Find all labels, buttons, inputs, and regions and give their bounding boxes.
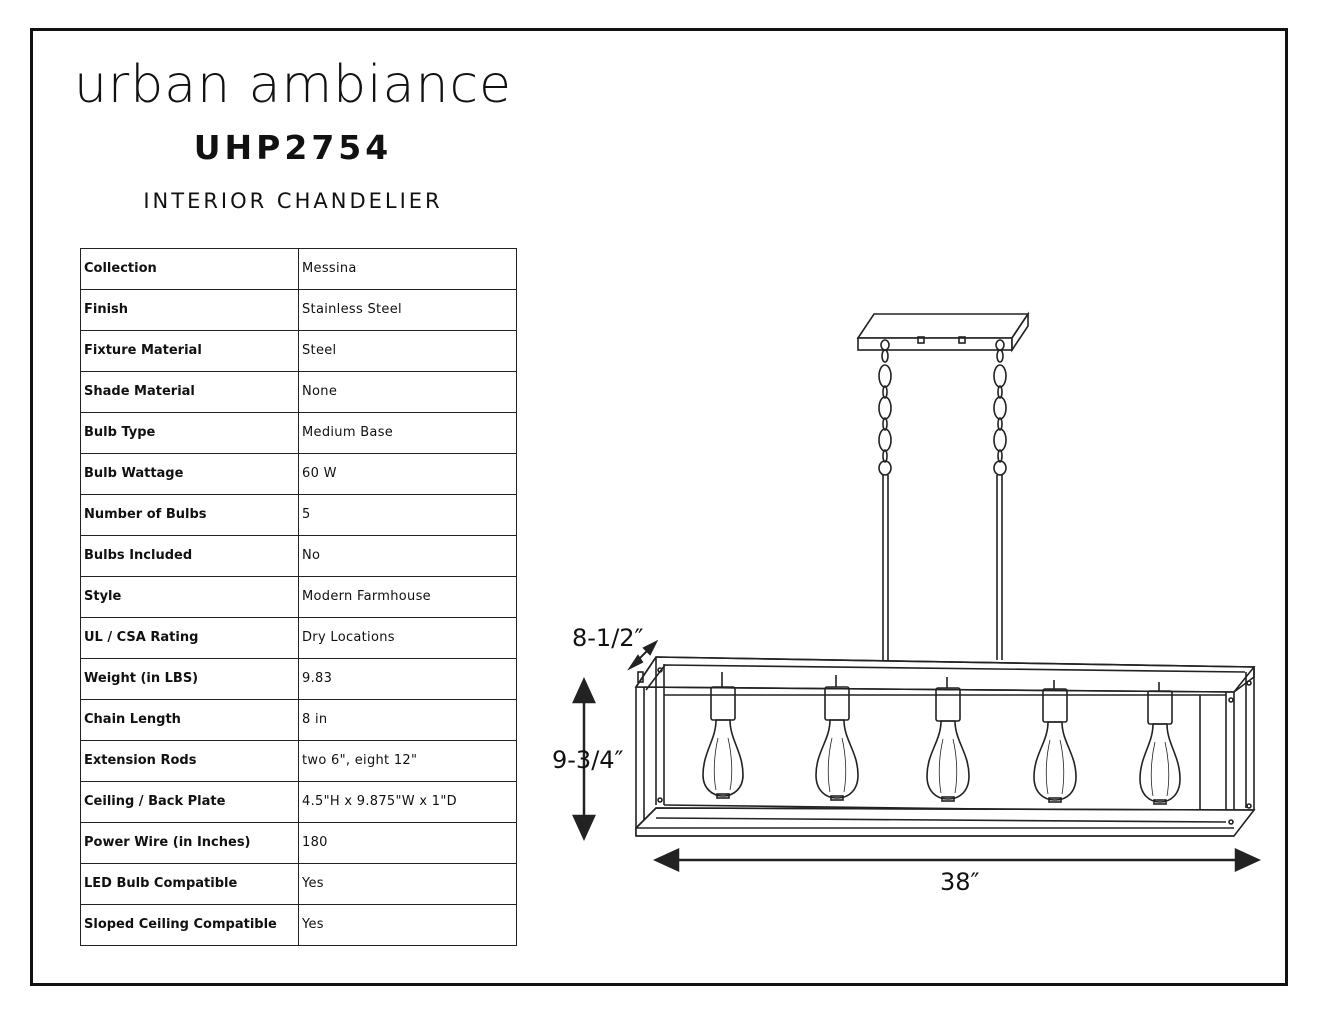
- spec-label: Power Wire (in Inches): [80, 822, 299, 864]
- brand-logo: urban ambiance: [73, 55, 513, 115]
- model-number: UHP2754: [193, 128, 393, 167]
- spec-value: 180: [298, 822, 517, 864]
- spec-label: Collection: [80, 248, 299, 290]
- spec-value: Medium Base: [298, 412, 517, 454]
- chandelier-drawing: 8-1/2″ 9-3/4″ 38″: [552, 311, 1262, 896]
- spec-value: 9.83: [298, 658, 517, 700]
- height-arrow: [572, 676, 596, 842]
- product-type: INTERIOR CHANDELIER: [143, 189, 443, 213]
- spec-label: Extension Rods: [80, 740, 299, 782]
- spec-value: No: [298, 535, 517, 577]
- spec-value: Steel: [298, 330, 517, 372]
- spec-value: two 6", eight 12": [298, 740, 517, 782]
- spec-label: UL / CSA Rating: [80, 617, 299, 659]
- spec-value: Modern Farmhouse: [298, 576, 517, 618]
- width-dimension: 38″: [940, 868, 980, 896]
- ceiling-canopy: [856, 311, 1030, 353]
- spec-value: Messina: [298, 248, 517, 290]
- bulb-3: [926, 677, 970, 802]
- spec-value: Yes: [298, 904, 517, 946]
- right-chain: [993, 339, 1007, 660]
- bulb-2: [815, 675, 859, 801]
- depth-arrow: [627, 639, 659, 671]
- bulb-4: [1033, 680, 1077, 803]
- spec-label: Style: [80, 576, 299, 618]
- spec-row: Power Wire (in Inches)180: [80, 822, 517, 864]
- spec-row: Weight (in LBS)9.83: [80, 658, 517, 700]
- spec-label: Bulb Wattage: [80, 453, 299, 495]
- spec-label: Weight (in LBS): [80, 658, 299, 700]
- fixture-frame: [634, 656, 1256, 837]
- spec-label: Sloped Ceiling Compatible: [80, 904, 299, 946]
- spec-value: Yes: [298, 863, 517, 905]
- spec-label: LED Bulb Compatible: [80, 863, 299, 905]
- left-chain: [878, 339, 892, 660]
- spec-label: Number of Bulbs: [80, 494, 299, 536]
- spec-label: Bulb Type: [80, 412, 299, 454]
- spec-label: Bulbs Included: [80, 535, 299, 577]
- height-dimension: 9-3/4″: [552, 746, 624, 774]
- spec-label: Finish: [80, 289, 299, 331]
- spec-value: 5: [298, 494, 517, 536]
- spec-value: None: [298, 371, 517, 413]
- depth-dimension: 8-1/2″: [572, 624, 644, 652]
- spec-label: Chain Length: [80, 699, 299, 741]
- spec-label: Fixture Material: [80, 330, 299, 372]
- spec-value: 4.5"H x 9.875"W x 1"D: [298, 781, 517, 823]
- width-arrow: [652, 848, 1262, 872]
- spec-value: Stainless Steel: [298, 289, 517, 331]
- spec-value: Dry Locations: [298, 617, 517, 659]
- spec-value: 60 W: [298, 453, 517, 495]
- spec-label: Shade Material: [80, 371, 299, 413]
- spec-label: Ceiling / Back Plate: [80, 781, 299, 823]
- bulb-5: [1139, 682, 1181, 805]
- spec-value: 8 in: [298, 699, 517, 741]
- bulb-1: [702, 672, 744, 799]
- page-border: [30, 28, 1288, 986]
